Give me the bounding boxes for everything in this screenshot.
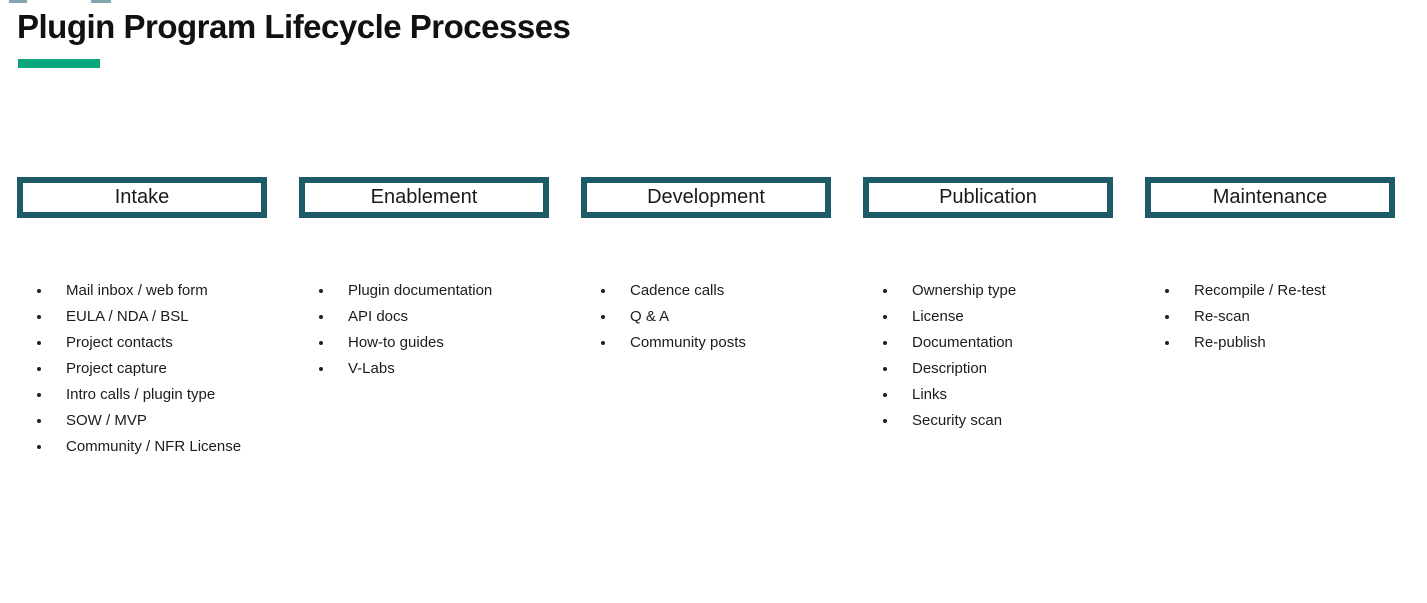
bullet-icon [37,367,41,371]
bullet-icon [319,367,323,371]
list-item: Documentation [863,330,1113,356]
bullet-icon [37,445,41,449]
list-item: Intro calls / plugin type [17,382,267,408]
list-item-label: Plugin documentation [348,282,493,299]
bullet-icon [883,367,887,371]
list-item: Security scan [863,408,1113,434]
stage-header-box: Development [581,177,831,218]
list-item: Re-publish [1145,330,1395,356]
list-item: API docs [299,304,549,330]
list-item: EULA / NDA / BSL [17,304,267,330]
list-item-label: Re-publish [1194,334,1266,351]
bullet-icon [883,341,887,345]
stage-header-label: Intake [114,186,170,208]
bullet-icon [883,393,887,397]
list-item: How-to guides [299,330,549,356]
stage-header-box: Intake [17,177,267,218]
list-item-label: Ownership type [912,282,1017,299]
stage-header-box: Publication [863,177,1113,218]
list-item: Description [863,356,1113,382]
stage-header-box: Maintenance [1145,177,1395,218]
bullet-icon [37,341,41,345]
list-item: Recompile / Re-test [1145,278,1395,304]
list-item: Project capture [17,356,267,382]
list-item: SOW / MVP [17,408,267,434]
stage-header-label: Publication [939,186,1037,208]
list-item: Cadence calls [581,278,831,304]
column-development: Development Cadence calls Q & A Community … [581,177,831,460]
list-item-label: License [912,308,964,325]
list-item-label: Cadence calls [630,282,725,299]
list-item: License [863,304,1113,330]
list-item-label: Re-scan [1194,308,1250,325]
stage-header-label: Maintenance [1212,186,1328,208]
cropped-shape-sliver [91,0,111,3]
bullet-icon [319,315,323,319]
list-item-label: SOW / MVP [66,412,147,429]
page-title: Plugin Program Lifecycle Processes [17,8,571,45]
list-item-label: Security scan [912,412,1003,429]
bullet-icon [37,393,41,397]
list-item-label: Links [912,386,948,403]
list-item: Community posts [581,330,831,356]
bullet-list: Cadence calls Q & A Community posts [581,278,831,356]
list-item-label: Mail inbox / web form [66,282,208,299]
bullet-icon [883,419,887,423]
list-item-label: Recompile / Re-test [1194,282,1326,299]
bullet-icon [1165,341,1169,345]
bullet-icon [601,341,605,345]
bullet-icon [1165,315,1169,319]
stage-header-box: Enablement [299,177,549,218]
list-item: Ownership type [863,278,1113,304]
list-item: Q & A [581,304,831,330]
list-item-label: Documentation [912,334,1013,351]
list-item-label: Community posts [630,334,746,351]
bullet-icon [37,419,41,423]
list-item-label: Project capture [66,360,167,377]
list-item-label: Intro calls / plugin type [66,386,216,403]
list-item: Community / NFR License [17,434,267,460]
list-item-label: Project contacts [66,334,173,351]
list-item: Mail inbox / web form [17,278,267,304]
list-item-label: V-Labs [348,360,395,377]
bullet-icon [319,341,323,345]
list-item: Project contacts [17,330,267,356]
list-item-label: API docs [348,308,409,325]
bullet-icon [601,315,605,319]
stage-header-label: Enablement [370,186,478,208]
list-item-label: Community / NFR License [66,438,242,455]
bullet-icon [1165,289,1169,293]
bullet-icon [319,289,323,293]
bullet-icon [37,315,41,319]
bullet-icon [601,289,605,293]
bullet-icon [883,289,887,293]
list-item-label: Description [912,360,988,377]
cropped-shape-sliver [9,0,27,3]
list-item-label: Q & A [630,308,670,325]
list-item: Re-scan [1145,304,1395,330]
bullet-icon [37,289,41,293]
stage-header-label: Development [647,186,765,208]
bullet-icon [883,315,887,319]
list-item: V-Labs [299,356,549,382]
list-item: Links [863,382,1113,408]
list-item-label: EULA / NDA / BSL [66,308,189,325]
list-item: Plugin documentation [299,278,549,304]
list-item-label: How-to guides [348,334,444,351]
title-accent-bar [18,59,100,68]
